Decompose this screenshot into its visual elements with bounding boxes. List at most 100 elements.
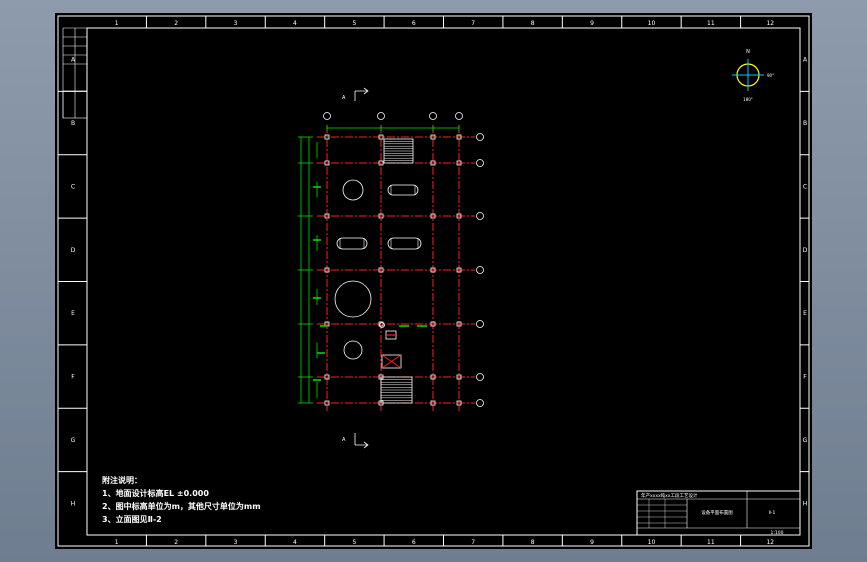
column-label-bottom: 7 <box>471 539 475 546</box>
column-label-bottom: 9 <box>590 539 594 546</box>
column-label-bottom: 12 <box>766 539 774 546</box>
title-block-drawing-no: Ⅱ-1 <box>769 510 776 516</box>
structural-column <box>324 267 330 273</box>
structural-column <box>378 134 384 140</box>
structural-column <box>430 160 436 166</box>
inner-border <box>86 27 801 536</box>
column-label-top: 6 <box>412 20 416 27</box>
column-label-bottom: 8 <box>531 539 535 546</box>
structural-column <box>430 213 436 219</box>
column-label-top: 2 <box>174 20 178 27</box>
structural-column <box>430 134 436 140</box>
structural-column <box>378 267 384 273</box>
stamp-box <box>62 90 88 119</box>
horizontal-tank-1 <box>387 184 419 196</box>
row-label-left: F <box>71 374 75 381</box>
row-label-left: E <box>71 310 75 317</box>
row-label-left: D <box>71 247 76 254</box>
row-label-right: H <box>803 500 808 507</box>
structural-column <box>456 267 462 273</box>
notes-heading: 附注说明： <box>102 476 142 485</box>
heat-exchanger <box>381 354 402 369</box>
title-block-scale: 1:100 <box>771 530 784 536</box>
column-label-top: 7 <box>471 20 475 27</box>
notes-block: 附注说明： 1、地面设计标高EL ±0.000 2、图中标高单位为m，其他尺寸单… <box>102 474 261 526</box>
grid-bubble-row <box>476 373 484 381</box>
horizontal-tank-3 <box>387 237 422 250</box>
compass-south-label: 180° <box>743 97 753 102</box>
column-label-top: 12 <box>766 20 774 27</box>
column-label-top: 9 <box>590 20 594 27</box>
grid-bubble-row <box>476 266 484 274</box>
column-label-bottom: 3 <box>234 539 238 546</box>
grid-bubble-row <box>476 212 484 220</box>
grid-bubble-column <box>323 112 331 120</box>
column-label-top: 10 <box>648 20 656 27</box>
row-label-left: H <box>71 500 76 507</box>
section-arrow-top <box>354 87 369 101</box>
section-mark-top: A <box>342 95 346 101</box>
grid-bubble-column <box>377 112 385 120</box>
note-1: 1、地面设计标高EL ±0.000 <box>102 489 209 498</box>
structural-column <box>456 400 462 406</box>
grid-bubble-column <box>429 112 437 120</box>
column-label-top: 1 <box>115 20 119 27</box>
column-label-top: 4 <box>293 20 297 27</box>
compass-east-label: 90° <box>767 73 774 78</box>
structural-column <box>456 213 462 219</box>
horizontal-tank-2 <box>336 237 368 250</box>
compass-north-label: N <box>746 49 750 55</box>
structural-column <box>378 160 384 166</box>
structural-column <box>378 321 384 327</box>
grid-bubble-column <box>455 112 463 120</box>
row-label-left: A <box>71 57 76 64</box>
row-label-right: C <box>803 183 807 190</box>
column-label-bottom: 4 <box>293 539 297 546</box>
heat-exchanger-cross <box>381 354 402 369</box>
grid-bubble-row <box>476 159 484 167</box>
row-label-right: E <box>803 310 807 317</box>
title-block-drawing-title: 设备平面布置图 <box>701 509 733 516</box>
nozzle-marker <box>379 322 385 328</box>
vertical-vessel-1 <box>342 179 364 201</box>
section-mark-bottom: A <box>342 437 346 443</box>
row-label-right: B <box>803 120 807 127</box>
column-label-top: 11 <box>707 20 715 27</box>
column-label-top: 3 <box>234 20 238 27</box>
column-label-top: 8 <box>531 20 535 27</box>
column-label-bottom: 10 <box>648 539 656 546</box>
grid-bubble-row <box>476 320 484 328</box>
structural-column <box>378 213 384 219</box>
row-label-right: A <box>803 57 808 64</box>
section-arrow-bottom <box>354 433 369 449</box>
structural-column <box>456 321 462 327</box>
structural-column <box>324 213 330 219</box>
structural-column <box>324 374 330 380</box>
note-3: 3、立面图见Ⅱ-2 <box>102 515 162 524</box>
grid-bubble-row <box>476 133 484 141</box>
structural-column <box>430 374 436 380</box>
structural-column <box>456 160 462 166</box>
row-label-right: D <box>803 247 808 254</box>
column-label-bottom: 11 <box>707 539 715 546</box>
structural-column <box>430 400 436 406</box>
row-label-left: G <box>71 437 76 444</box>
column-label-top: 5 <box>352 20 356 27</box>
structural-column <box>430 267 436 273</box>
column-label-bottom: 6 <box>412 539 416 546</box>
structural-column <box>324 400 330 406</box>
structural-column <box>430 321 436 327</box>
title-block <box>636 490 801 536</box>
structural-column <box>456 134 462 140</box>
structural-column <box>324 160 330 166</box>
column-label-bottom: 5 <box>352 539 356 546</box>
column-label-bottom: 2 <box>174 539 178 546</box>
vertical-vessel-2 <box>334 280 372 318</box>
row-label-left: B <box>71 120 75 127</box>
structural-column <box>456 374 462 380</box>
column-label-bottom: 1 <box>115 539 119 546</box>
row-label-right: F <box>803 374 807 381</box>
structural-column <box>324 134 330 140</box>
